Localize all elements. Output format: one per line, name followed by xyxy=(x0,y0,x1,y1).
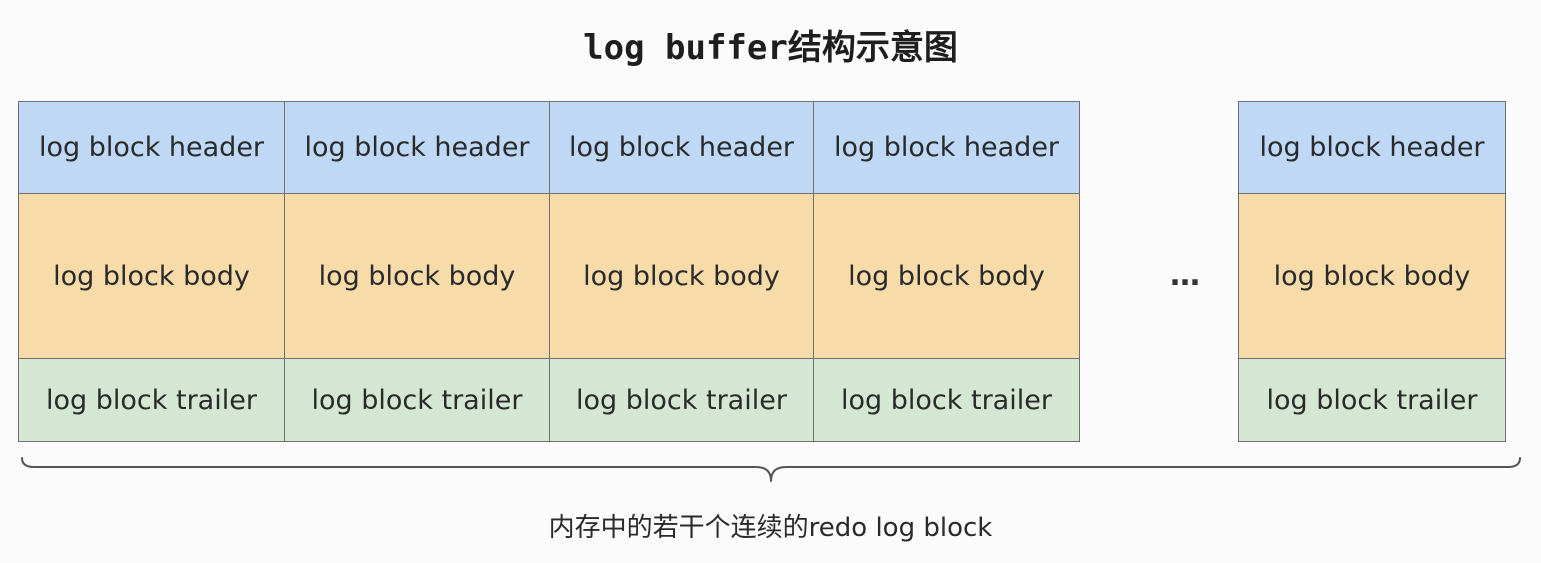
block-1-trailer: log block trailer xyxy=(18,358,285,442)
block-4-body: log block body xyxy=(813,193,1080,359)
block-1-header: log block header xyxy=(18,101,285,194)
block-3-body: log block body xyxy=(549,193,814,359)
block-2-trailer: log block trailer xyxy=(284,358,550,442)
block-3-trailer: log block trailer xyxy=(549,358,814,442)
block-5-trailer: log block trailer xyxy=(1238,358,1506,442)
diagram-caption: 内存中的若干个连续的redo log block xyxy=(548,513,993,543)
ellipsis: … xyxy=(1170,258,1200,293)
block-4-header: log block header xyxy=(813,101,1080,194)
block-5-body: log block body xyxy=(1238,193,1506,359)
block-4-trailer: log block trailer xyxy=(813,358,1080,442)
block-2-body: log block body xyxy=(284,193,550,359)
block-5-header: log block header xyxy=(1238,101,1506,194)
diagram-title: log buffer结构示意图 xyxy=(583,28,958,68)
